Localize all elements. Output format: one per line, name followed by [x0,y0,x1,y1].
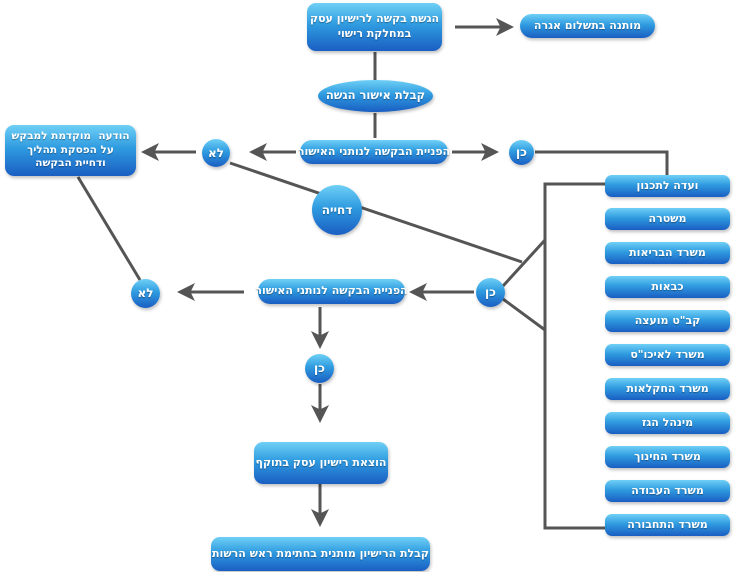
refer-to-approvers-node-1: הפניית הבקשה לנותני האישור [298,140,450,164]
agency-education: משרד החינוך [605,446,730,468]
yes-node-1: כן [509,140,534,165]
agency-fire: כבאות [605,276,730,298]
fee-condition-node: מותנה בתשלום אגרה [520,14,655,38]
line-notice-to-no2 [76,176,142,281]
agency-agriculture: משרד החקלאות [605,378,730,400]
agency-environment: משרד לאיכו"ס [605,344,730,366]
agencies-bracket [543,182,608,530]
no-node-1: לא [202,139,230,167]
line-bracket-to-yes2-top [501,238,547,288]
issue-license-node: הוצאת רישיון עסק בתוקף [254,442,388,484]
agency-transportation: משרד התחבורה [605,514,730,536]
agency-labor: משרד העבודה [605,480,730,502]
agency-security-officer: קב"ט מועצה [605,310,730,332]
refer-to-approvers-node-2: הפניית הבקשה לנותני האישור [255,279,408,304]
agency-health: משרד הבריאות [605,242,730,264]
yes-node-3: כן [305,354,334,383]
rejection-node: דחייה [312,185,362,235]
advance-notice-node: הודעה מוקדמת למבקש על הפסקת תהליך ודחיית… [5,125,136,176]
yes-node-2: כן [476,278,505,307]
agency-gas: מינהל הגז [605,412,730,434]
line-bracket-to-yes2-bottom [502,297,546,332]
line-no1-to-reject [229,161,523,264]
receive-confirmation-node: קבלת אישור הגשה [318,80,433,112]
submit-request-node: הגשת בקשה לרישיון עסק במחלקת רישוי [307,3,442,51]
final-signature-node: קבלת הרישיון מותנית בחתימת ראש הרשות [211,537,430,571]
agency-planning-committee: ועדה לתכנון [605,175,730,197]
no-node-2: לא [131,279,160,308]
line-yes1-to-agencies [535,150,669,176]
agency-police: משטרה [605,208,730,230]
